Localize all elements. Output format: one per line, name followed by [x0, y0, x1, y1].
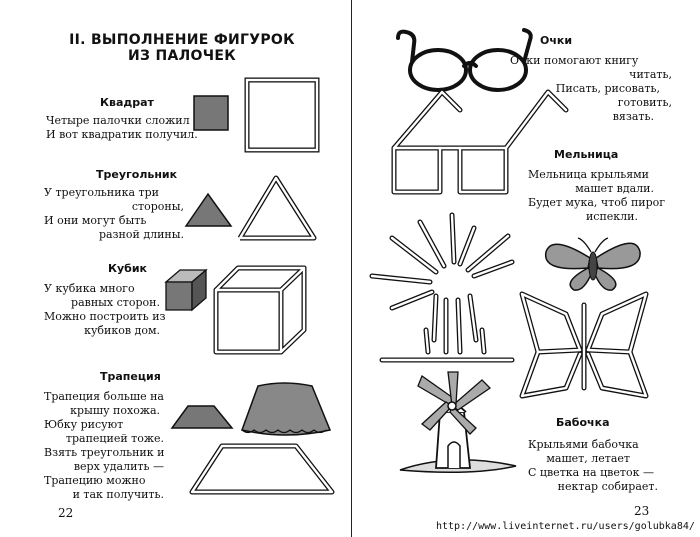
windmill-drawing-icon	[399, 371, 517, 473]
trapezoid-line-5: Взять треугольник и	[44, 446, 165, 459]
butterfly-drawing-icon	[545, 237, 641, 291]
trapezoid-line-3: Юбку рисуют	[44, 418, 124, 431]
page-title-line1: II. ВЫПОЛНЕНИЕ ФИГУРОК	[69, 32, 295, 48]
page-number-left: 22	[58, 506, 74, 520]
mill-line-2: машет вдали.	[575, 182, 654, 195]
butterfly-line-3: С цветка на цветок —	[528, 466, 654, 479]
trapezoid-line-4: трапецией тоже.	[65, 432, 164, 445]
right-page: Очки Очки помогают книгу читать, Писать,…	[352, 0, 700, 537]
square-heading: Квадрат	[100, 96, 154, 109]
filled-square-icon	[193, 95, 229, 131]
trapezoid-line-8: и так получить.	[72, 488, 164, 501]
mill-illustrations	[369, 212, 517, 473]
cube-line-2: равных сторон.	[71, 296, 160, 309]
triangle-heading: Треугольник	[96, 168, 178, 181]
stick-butterfly-icon	[519, 291, 649, 399]
filled-trapezoid-icon	[170, 405, 234, 429]
stick-triangle-icon	[237, 175, 317, 241]
trapezoid-line-1: Трапеция больше на	[44, 390, 164, 403]
trapezoid-illustrations	[170, 382, 335, 495]
glasses-line-3: Писать, рисовать,	[555, 82, 660, 95]
stick-cube-icon	[213, 265, 307, 355]
glasses-line-5: вязать.	[612, 110, 654, 123]
trapezoid-line-2: крышу похожа.	[70, 404, 160, 417]
cube-line-3: Можно построить из	[44, 310, 166, 323]
butterfly-heading: Бабочка	[556, 416, 610, 429]
glasses-line-2: читать,	[629, 68, 672, 81]
stick-square-icon	[244, 77, 320, 153]
mill-line-3: Будет мука, чтоб пирог	[528, 196, 666, 209]
square-line-2: И вот квадратик получил.	[46, 128, 198, 141]
glasses-heading: Очки	[540, 34, 573, 47]
glasses-drawing-icon	[396, 28, 533, 92]
stick-trapezoid-icon	[189, 443, 335, 495]
stick-glasses-icon	[391, 89, 569, 195]
filled-cube-icon	[164, 268, 208, 312]
cube-line-1: У кубика много	[44, 282, 135, 295]
square-illustrations	[193, 77, 320, 153]
trapezoid-line-7: Трапецию можно	[44, 474, 146, 487]
cube-illustrations	[164, 265, 307, 355]
triangle-illustrations	[184, 175, 317, 241]
page-number-right: 23	[634, 504, 650, 518]
butterfly-line-2: машет, летает	[546, 452, 630, 465]
cube-heading: Кубик	[108, 262, 148, 275]
glasses-line-1: Очки помогают книгу	[510, 54, 639, 67]
page-title-line2: ИЗ ПАЛОЧЕК	[128, 48, 236, 64]
trapezoid-heading: Трапеция	[100, 370, 161, 383]
square-line-1: Четыре палочки сложил	[46, 114, 190, 127]
glasses-illustrations	[391, 28, 569, 195]
filled-triangle-icon	[184, 192, 233, 227]
triangle-line-3: И они могут быть	[44, 214, 147, 227]
butterfly-line-1: Крыльями бабочка	[528, 438, 639, 451]
mill-heading: Мельница	[554, 148, 619, 161]
trapezoid-line-6: верх удалить —	[73, 460, 164, 473]
triangle-line-1: У треугольника три	[44, 186, 159, 199]
triangle-line-2: стороны,	[131, 200, 184, 213]
mill-line-4: испекли.	[585, 210, 638, 223]
glasses-line-4: готовить,	[617, 96, 672, 109]
skirt-icon	[241, 382, 332, 436]
stick-mill-icon	[369, 212, 515, 363]
watermark-url: http://www.liveinternet.ru/users/golubka…	[436, 521, 695, 532]
butterfly-illustrations	[519, 237, 649, 399]
left-page: II. ВЫПОЛНЕНИЕ ФИГУРОК ИЗ ПАЛОЧЕК Квадра…	[44, 32, 335, 520]
butterfly-line-4: нектар собирает.	[557, 480, 658, 493]
mill-line-1: Мельница крыльями	[528, 168, 650, 181]
triangle-line-4: разной длины.	[98, 228, 184, 241]
cube-line-4: кубиков дом.	[84, 324, 160, 337]
